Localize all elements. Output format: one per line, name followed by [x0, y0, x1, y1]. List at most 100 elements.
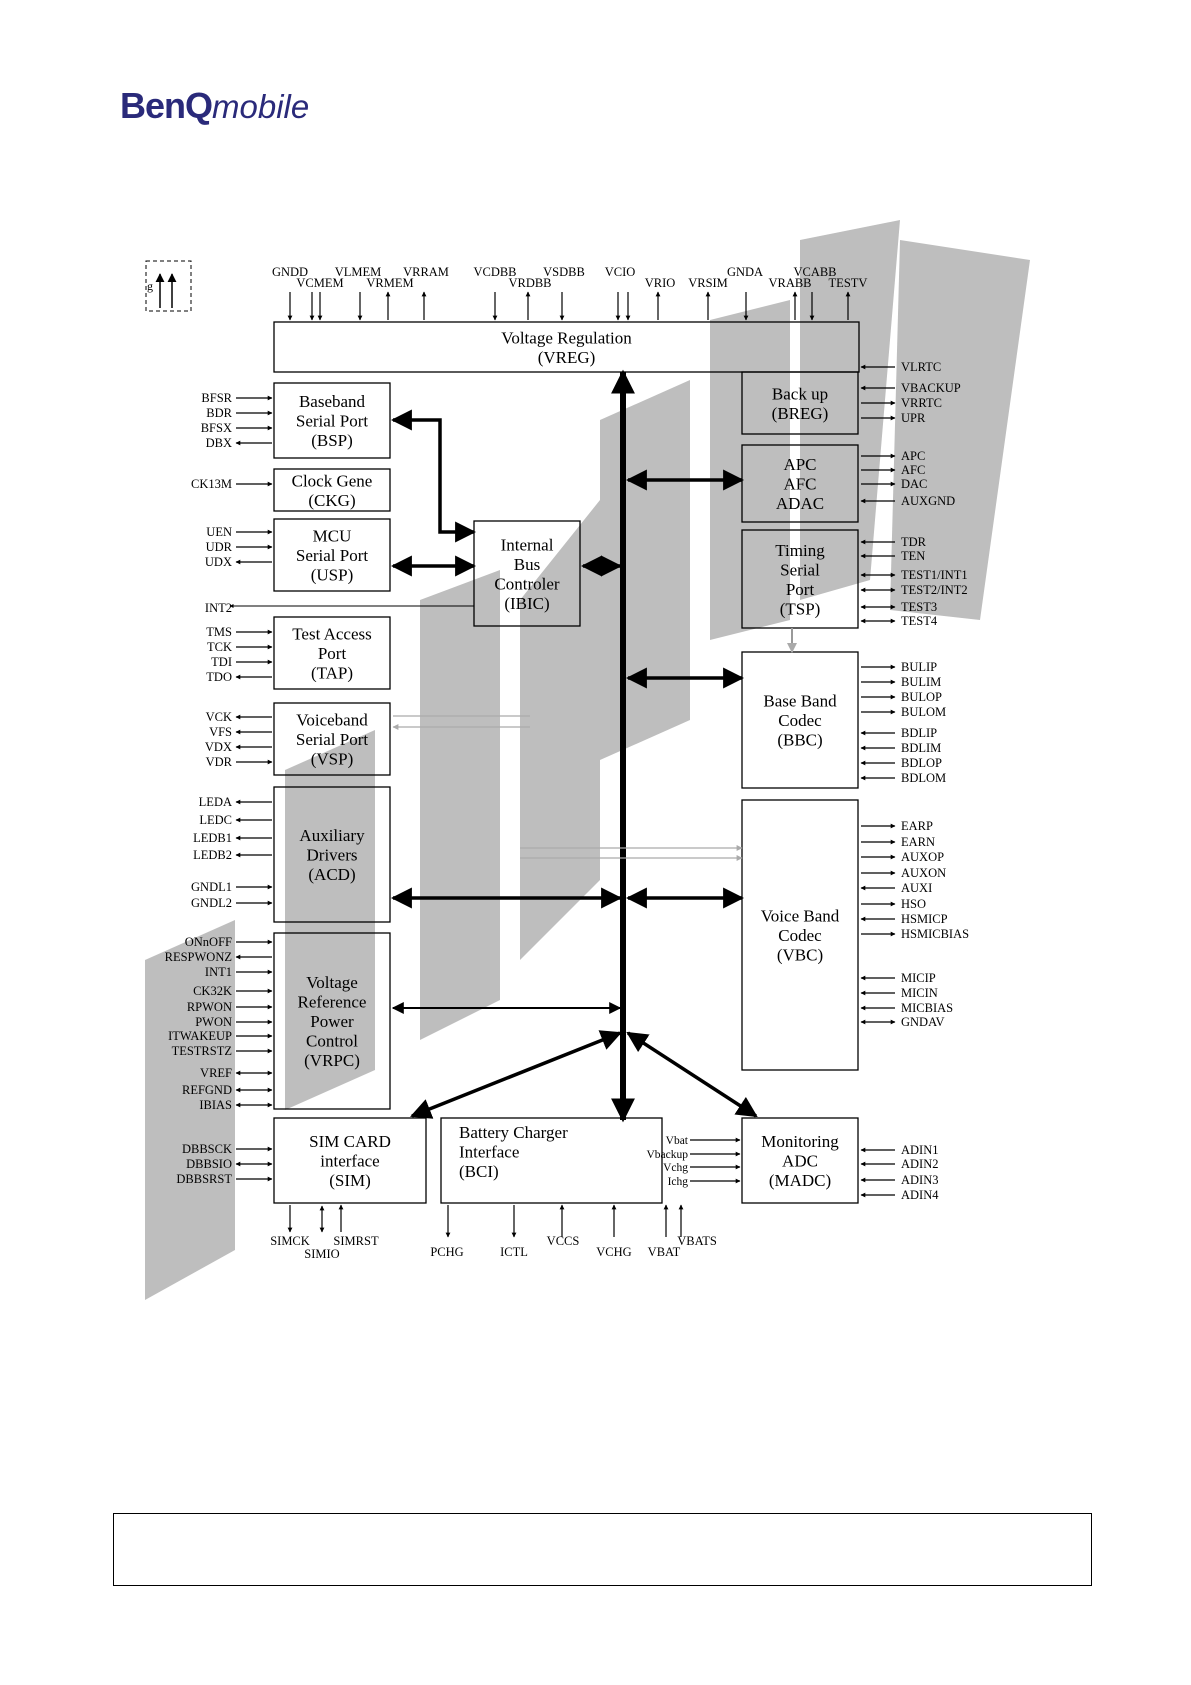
- right-pin-apc: DAC: [901, 477, 927, 491]
- block-bsp-label: Serial Port: [296, 412, 369, 431]
- left-pin-tap: TDO: [206, 670, 232, 684]
- bottom-pin-sim: SIMCK: [270, 1234, 310, 1248]
- right-pin-bbc: BULIP: [901, 660, 937, 674]
- right-pin-vbc: MICBIAS: [901, 1001, 953, 1015]
- left-pin-usp: UEN: [206, 525, 232, 539]
- block-vrpc-label: Voltage: [306, 973, 358, 992]
- block-vbc-label: (VBC): [777, 946, 823, 965]
- left-pin-vrpc: VREF: [200, 1066, 232, 1080]
- left-pin-sim: DBBSIO: [186, 1157, 232, 1171]
- block-vrpc-label: Power: [310, 1012, 354, 1031]
- left-pin-acd: LEDA: [199, 795, 232, 809]
- left-pin-vrpc: ONnOFF: [185, 935, 232, 949]
- block-tap: [273, 616, 391, 690]
- left-pin-bsp: BFSR: [201, 391, 232, 405]
- block-sim-label: (SIM): [329, 1171, 371, 1190]
- left-pin-tap: TCK: [207, 640, 232, 654]
- block-madc-label: (MADC): [769, 1171, 831, 1190]
- left-pin-acd: GNDL2: [191, 896, 232, 910]
- block-breg-label: Back up: [772, 384, 828, 403]
- left-pin-acd: LEDB1: [193, 831, 232, 845]
- block-usp-label: MCU: [313, 527, 352, 546]
- block-ibic-label: Bus: [514, 555, 540, 574]
- bottom-pin-sim: SIMRST: [333, 1234, 379, 1248]
- legend-fragment: g: [147, 279, 153, 293]
- right-pin-vbc: HSMICP: [901, 912, 948, 926]
- block-bbc-label: Codec: [778, 711, 822, 730]
- bci-inner-label: Vbat: [666, 1135, 689, 1147]
- block-tap-label: Port: [318, 644, 347, 663]
- block-tsp: [741, 529, 859, 629]
- left-pin-vsp: VDX: [205, 740, 232, 754]
- bottom-pin-bci: ICTL: [500, 1245, 528, 1259]
- top-pin: VRSIM: [688, 276, 728, 290]
- top-pin: VRMEM: [366, 276, 413, 290]
- left-pin-usp: UDX: [205, 555, 232, 569]
- block-bsp-label: (BSP): [311, 431, 353, 450]
- left-pin-vrpc: RPWON: [187, 1000, 232, 1014]
- madc-bus: [626, 1031, 758, 1118]
- block-madc-label: ADC: [782, 1152, 818, 1171]
- right-pin-tsp: TEST3: [901, 600, 937, 614]
- right-pin-apc: APC: [901, 449, 925, 463]
- block-tsp-label: Serial: [780, 560, 820, 579]
- top-pin: VRIO: [645, 276, 676, 290]
- block-tap-label: Test Access: [292, 625, 372, 644]
- bottom-pin-sim: SIMIO: [304, 1247, 339, 1261]
- right-pin-vbc: AUXON: [901, 866, 946, 880]
- block-tsp-label: Port: [786, 580, 815, 599]
- block-vrpc-label: (VRPC): [304, 1051, 360, 1070]
- right-pin-vreg: VLRTC: [901, 360, 941, 374]
- block-sim-label: SIM CARD: [309, 1132, 391, 1151]
- right-pin-bbc: BULOP: [901, 690, 942, 704]
- right-pin-tsp: TDR: [901, 535, 927, 549]
- right-pin-vbc: GNDAV: [901, 1015, 945, 1029]
- left-pin-vsp: VDR: [206, 755, 233, 769]
- block-acd-label: Drivers: [307, 846, 358, 865]
- right-pin-bbc: BULOM: [901, 705, 946, 719]
- right-pin-breg: UPR: [901, 411, 926, 425]
- right-pin-apc: AUXGND: [901, 494, 955, 508]
- block-bbc: [741, 651, 859, 789]
- left-pin-sim: DBBSCK: [182, 1142, 232, 1156]
- bottom-pin-bci: VBATS: [677, 1234, 717, 1248]
- left-pin-acd: LEDC: [199, 813, 232, 827]
- bci-inner-label: Ichg: [668, 1176, 689, 1188]
- block-sim-label: interface: [320, 1152, 379, 1171]
- right-pin-bbc: BULIM: [901, 675, 941, 689]
- right-pin-madc: ADIN1: [901, 1143, 939, 1157]
- block-acd: [273, 786, 391, 923]
- top-pin: VLMEM: [335, 265, 382, 279]
- block-bbc-label: Base Band: [763, 692, 837, 711]
- block-usp-label: (USP): [311, 566, 354, 585]
- bsp-ibic-bus: [390, 409, 477, 543]
- right-pin-tsp: TEST2/INT2: [901, 583, 968, 597]
- block-apc-label: AFC: [783, 475, 816, 494]
- block-ibic-label: (IBIC): [504, 594, 549, 613]
- block-apc-label: APC: [783, 455, 816, 474]
- top-pin: GNDA: [727, 265, 763, 279]
- left-pin-vrpc: RESPWONZ: [165, 950, 232, 964]
- bci-inner-label: Vbackup: [646, 1149, 688, 1161]
- top-pin: VSDBB: [543, 265, 585, 279]
- logo-benq: BenQ: [120, 85, 213, 126]
- left-pin-tap: TDI: [211, 655, 232, 669]
- top-pin: VRDBB: [508, 276, 551, 290]
- block-vbc-label: Codec: [778, 926, 822, 945]
- block-usp: [273, 518, 391, 592]
- block-tap-label: (TAP): [311, 664, 353, 683]
- left-pin-sim: DBBSRST: [176, 1172, 232, 1186]
- block-vbc-label: Voice Band: [761, 907, 840, 926]
- left-pin-usp: UDR: [206, 540, 233, 554]
- block-vsp-label: Serial Port: [296, 730, 369, 749]
- footer-box: [113, 1513, 1092, 1586]
- block-breg: [741, 371, 859, 435]
- left-pin-vsp: VFS: [209, 725, 232, 739]
- bottom-pin-bci: VBAT: [648, 1245, 681, 1259]
- right-pin-vbc: MICIN: [901, 986, 938, 1000]
- left-pin-bsp: DBX: [206, 436, 232, 450]
- top-pin: VCMEM: [296, 276, 343, 290]
- logo-mobile: mobile: [212, 88, 310, 125]
- block-tsp-label: Timing: [775, 541, 825, 560]
- top-pin: VCIO: [605, 265, 636, 279]
